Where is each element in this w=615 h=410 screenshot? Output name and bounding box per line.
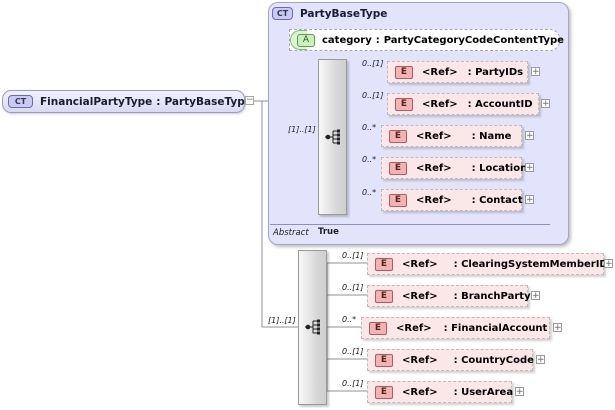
element-location[interactable]: E <Ref> : Location: [381, 157, 527, 179]
element-cardinality: 0..[1]: [362, 59, 384, 68]
element-name-ref[interactable]: E <Ref> : Name: [381, 125, 522, 147]
root-base-type: PartyBaseType: [164, 95, 252, 108]
element-party-ids[interactable]: E <Ref> : PartyIDs: [387, 61, 528, 83]
expand-button[interactable]: +: [536, 355, 545, 365]
element-ref: <Ref>: [422, 98, 458, 110]
element-name: : ClearingSystemMemberID: [453, 258, 608, 270]
element-badge: E: [389, 161, 407, 175]
abstract-label: Abstract: [273, 228, 309, 238]
financial-sequence-cardinality: [1]..[1]: [268, 316, 296, 325]
financial-party-type-node[interactable]: [2, 90, 245, 113]
element-name: : CountryCode: [453, 354, 534, 366]
attribute-name: category: [322, 35, 372, 46]
element-cardinality: 0..*: [362, 123, 377, 132]
element-ref: <Ref>: [402, 290, 438, 302]
element-ref: <Ref>: [396, 322, 432, 334]
element-name: : Name: [471, 130, 512, 142]
element-ref: <Ref>: [402, 386, 438, 398]
element-account-id[interactable]: E <Ref> : AccountID: [387, 93, 539, 115]
element-badge: E: [375, 385, 393, 399]
element-clearing-system-member-id[interactable]: E <Ref> : ClearingSystemMemberID: [367, 253, 608, 275]
element-cardinality: 0..*: [362, 188, 377, 197]
complex-type-badge: CT: [272, 7, 293, 20]
sequence-icon: [325, 129, 340, 145]
expand-button[interactable]: +: [525, 131, 534, 141]
element-cardinality: 0..[1]: [342, 251, 364, 260]
collapse-button[interactable]: −: [245, 95, 254, 105]
element-name: : UserArea: [453, 386, 514, 398]
root-separator: :: [156, 95, 161, 108]
expand-button[interactable]: +: [531, 291, 540, 301]
category-attribute[interactable]: A category : PartyCategoryCodeContentTyp…: [289, 29, 564, 51]
element-cardinality: 0..[1]: [362, 91, 384, 100]
element-branch-party[interactable]: E <Ref> : BranchParty: [367, 285, 531, 307]
expand-button[interactable]: +: [541, 99, 550, 109]
element-name: : FinancialAccount: [443, 322, 548, 334]
element-name: : BranchParty: [453, 290, 531, 302]
element-cardinality: 0..*: [362, 155, 377, 164]
complex-type-badge: CT: [8, 95, 33, 108]
element-country-code[interactable]: E <Ref> : CountryCode: [367, 349, 534, 371]
element-badge: E: [395, 65, 413, 79]
element-ref: <Ref>: [402, 354, 438, 366]
element-ref: <Ref>: [416, 194, 452, 206]
expand-button[interactable]: +: [531, 67, 540, 77]
element-user-area[interactable]: E <Ref> : UserArea: [367, 381, 514, 403]
element-ref: <Ref>: [402, 258, 438, 270]
party-base-type-title: PartyBaseType: [300, 7, 388, 20]
expand-button[interactable]: +: [604, 259, 613, 269]
element-cardinality: 0..[1]: [342, 347, 364, 356]
element-badge: E: [369, 321, 387, 335]
expand-button[interactable]: +: [553, 323, 562, 333]
sequence-icon: [305, 319, 320, 335]
element-ref: <Ref>: [422, 66, 458, 78]
element-ref: <Ref>: [416, 130, 452, 142]
attribute-separator: :: [375, 35, 380, 46]
attribute-badge: A: [297, 34, 315, 47]
element-cardinality: 0..[1]: [342, 283, 364, 292]
element-contact[interactable]: E <Ref> : Contact: [381, 189, 523, 211]
element-badge: E: [375, 257, 393, 271]
element-cardinality: 0..[1]: [342, 379, 364, 388]
element-cardinality: 0..*: [342, 315, 357, 324]
element-badge: E: [395, 97, 413, 111]
abstract-divider: [270, 224, 550, 225]
expand-button[interactable]: +: [525, 195, 534, 205]
abstract-value: True: [318, 227, 339, 237]
element-name: : PartyIDs: [467, 66, 524, 78]
expand-button[interactable]: +: [525, 163, 534, 173]
element-badge: E: [375, 289, 393, 303]
root-name: FinancialPartyType: [40, 95, 153, 108]
expand-button[interactable]: +: [515, 387, 524, 397]
element-name: : AccountID: [467, 98, 533, 110]
element-badge: E: [375, 353, 393, 367]
element-name: : Location: [471, 162, 528, 174]
element-ref: <Ref>: [416, 162, 452, 174]
element-name: : Contact: [471, 194, 523, 206]
root-node-label: CT FinancialPartyType : PartyBaseType: [8, 95, 252, 108]
element-financial-account[interactable]: E <Ref> : FinancialAccount: [361, 317, 550, 339]
element-badge: E: [389, 193, 407, 207]
element-badge: E: [389, 129, 407, 143]
attribute-type: PartyCategoryCodeContentType: [383, 35, 564, 46]
party-base-type-header: CT PartyBaseType: [272, 7, 387, 20]
party-sequence-cardinality: [1]..[1]: [288, 125, 316, 134]
